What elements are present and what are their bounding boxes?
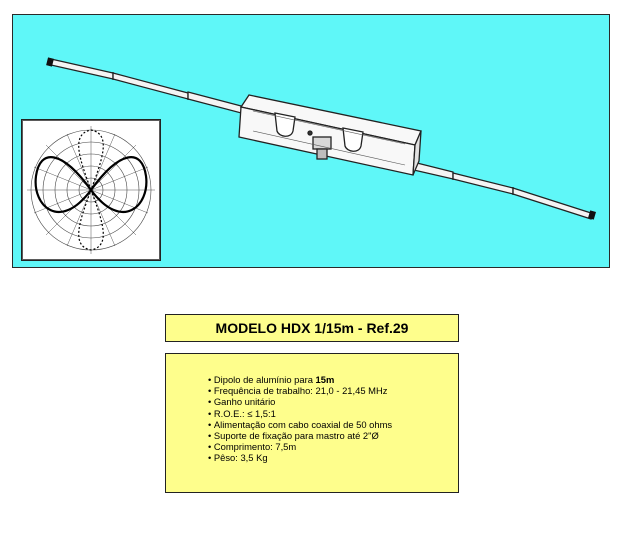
spec-item: R.O.E.: ≤ 1,5:1 (208, 408, 458, 419)
model-title-box: MODELO HDX 1/15m - Ref.29 (165, 314, 459, 342)
spec-item: Pêso: 3,5 Kg (208, 452, 458, 463)
product-illustration-panel (12, 14, 610, 268)
dipole-antenna-drawing (46, 57, 596, 220)
specifications-list: Dipolo de alumínio para 15m Frequência d… (208, 374, 458, 464)
spec-item: Suporte de fixação para mastro até 2"Ø (208, 430, 458, 441)
spec-item: Ganho unitário (208, 396, 458, 407)
spec-item: Comprimento: 7,5m (208, 441, 458, 452)
spec-item: Frequência de trabalho: 21,0 - 21,45 MHz (208, 385, 458, 396)
polar-plot-icon (22, 120, 160, 260)
model-title: MODELO HDX 1/15m - Ref.29 (215, 320, 409, 336)
spec-item: Dipolo de alumínio para 15m (208, 374, 458, 385)
specifications-box: Dipolo de alumínio para 15m Frequência d… (165, 353, 459, 493)
radiation-pattern-diagram (21, 119, 161, 261)
spec-item: Alimentação com cabo coaxial de 50 ohms (208, 419, 458, 430)
